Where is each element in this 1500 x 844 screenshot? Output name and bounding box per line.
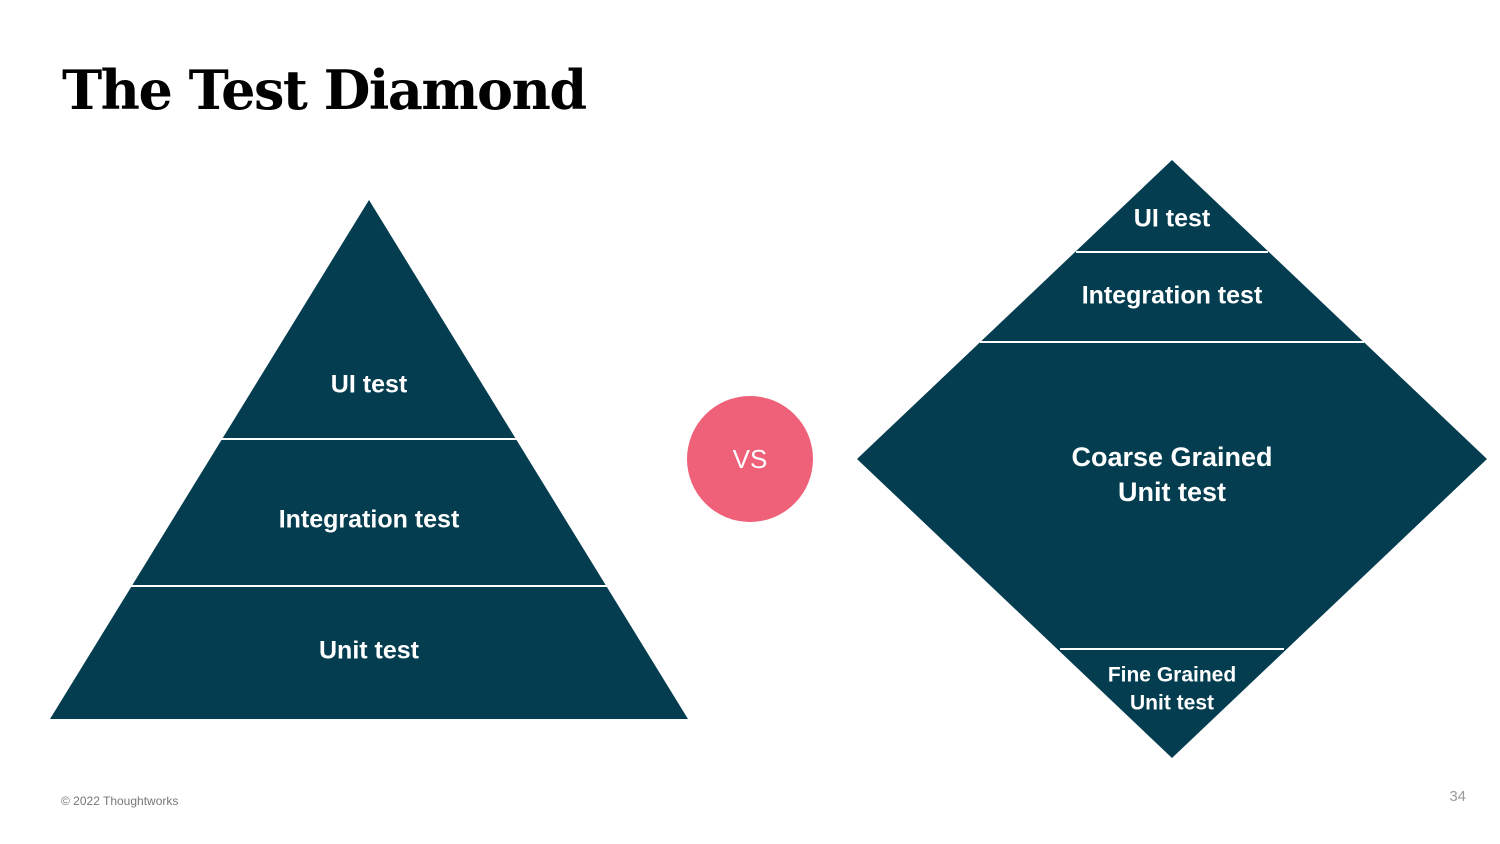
pyramid-shape — [50, 200, 688, 719]
diamond-layer-coarse-label-line1: Coarse Grained — [1071, 442, 1272, 472]
pyramid-layer-unit-label: Unit test — [319, 637, 420, 665]
diamond-layer-coarse-label-line2: Unit test — [1118, 477, 1226, 507]
diamond-layer-ui-label: UI test — [1134, 205, 1211, 233]
diamond-layer-integration-label: Integration test — [1082, 282, 1263, 310]
test-pyramid: UI test Integration test Unit test — [50, 200, 688, 719]
copyright-footer: © 2022 Thoughtworks — [61, 794, 179, 808]
diamond-layer-fine-label-line2: Unit test — [1130, 692, 1214, 715]
test-diamond: UI test Integration test Coarse Grained … — [857, 160, 1487, 758]
vs-label: VS — [733, 444, 768, 474]
vs-circle — [687, 396, 813, 522]
diamond-shape — [857, 160, 1487, 758]
page-number: 34 — [1449, 788, 1466, 805]
pyramid-layer-integration-label: Integration test — [279, 506, 460, 534]
pyramid-layer-ui-label: UI test — [331, 371, 408, 399]
diamond-layer-fine-label-line1: Fine Grained — [1108, 664, 1236, 687]
vs-badge: VS — [687, 396, 813, 522]
slide-title: The Test Diamond — [62, 58, 587, 122]
